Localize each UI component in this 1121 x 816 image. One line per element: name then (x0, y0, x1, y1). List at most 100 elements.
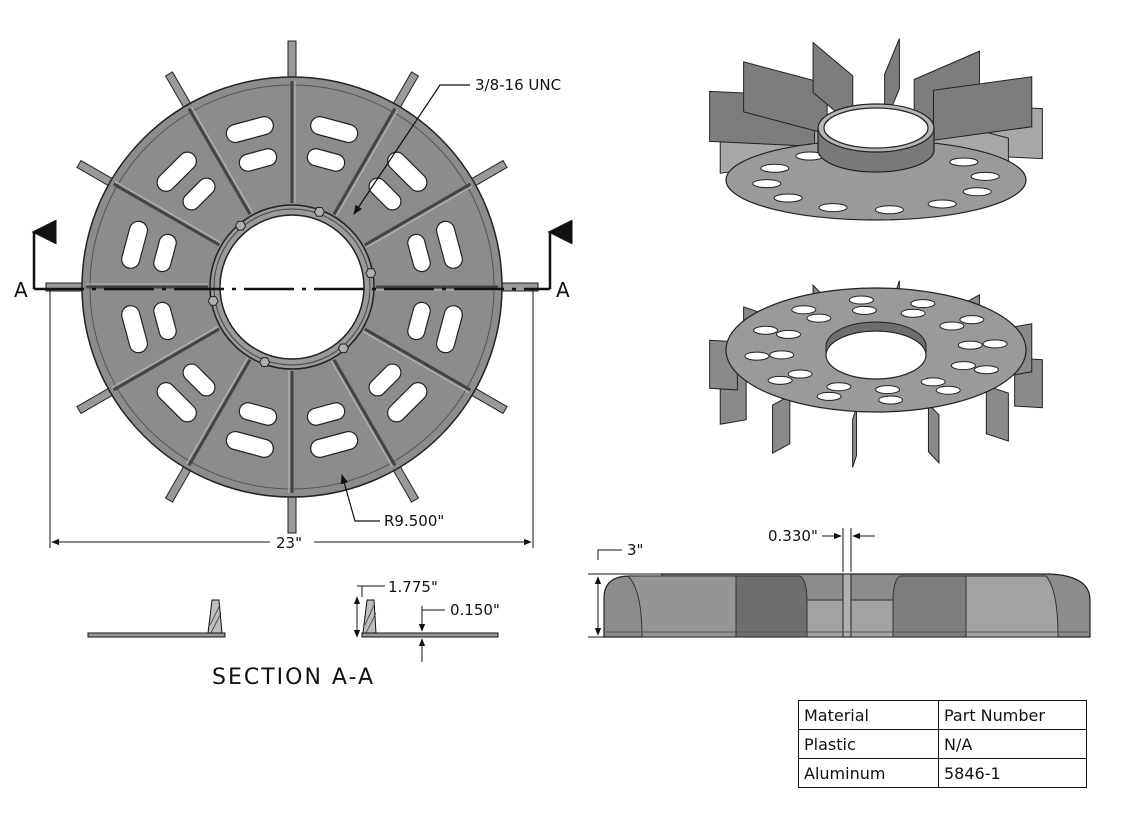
slot-outer (387, 151, 428, 192)
iso-slot (752, 179, 782, 189)
hatch (210, 612, 222, 634)
thickness-dimension-text: 0.150" (450, 601, 500, 619)
rib-highlight (114, 180, 222, 243)
slot-inner (238, 402, 278, 426)
iso-slot (962, 187, 992, 197)
table-header-row: Material Part Number (798, 700, 1087, 730)
section-label-left: A (14, 278, 29, 302)
iso-slot (851, 305, 877, 315)
hatch (365, 612, 377, 634)
width-dimension-text: 23" (276, 534, 302, 552)
rib-highlight (191, 106, 254, 214)
slot-outer (121, 305, 149, 354)
slot-inner (182, 177, 216, 211)
rib-highlight (185, 357, 248, 465)
rib-lines (86, 81, 498, 493)
iso-slot (957, 340, 983, 350)
rib (332, 107, 397, 216)
iso-slot (878, 395, 904, 405)
slot-inner (182, 363, 216, 397)
thread-callout: 3/8-16 UNC (475, 76, 561, 94)
side-height-leader (597, 549, 622, 560)
height-dimension-text: 1.775" (388, 578, 438, 596)
hub-ring-inner (213, 208, 371, 366)
iso-fin (852, 407, 858, 468)
side-view: 3" 0.330" (588, 527, 1091, 638)
iso-bottom-bore-wall (825, 321, 927, 356)
iso-slot (773, 193, 803, 203)
rib (187, 107, 252, 216)
table-row: Plastic N/A (798, 729, 1087, 759)
rib (187, 358, 252, 467)
iso-fin (772, 394, 791, 455)
bolt-hex-icon (207, 296, 219, 306)
fin-thickness-dimension-text: 0.330" (768, 527, 818, 545)
radius-leader (340, 474, 380, 522)
side-height-dimension-text: 3" (627, 541, 643, 559)
rib-highlight (336, 109, 399, 217)
iso-slot (920, 377, 946, 387)
slot-inner (238, 148, 278, 172)
slot-outer (121, 220, 149, 269)
rib-highlight (111, 325, 219, 388)
front-view: A A 3/8-16 UNC R9.500" 23" (14, 40, 573, 552)
rib-highlight (362, 331, 470, 394)
slot-outer (156, 382, 197, 423)
slot-outer (435, 305, 463, 354)
iso-bottom-slots (744, 295, 1008, 405)
iso-slot (970, 171, 1000, 181)
rib (112, 327, 221, 392)
rib (112, 182, 221, 247)
slot-outer (310, 430, 359, 458)
slot-outer (225, 116, 274, 144)
iso-top-bore (823, 107, 929, 149)
iso-fin (884, 38, 900, 125)
iso-slot (950, 361, 976, 371)
radius-callout: R9.500" (384, 512, 444, 530)
section-profile-right (361, 632, 499, 638)
bolt-hex-icon (313, 207, 325, 217)
iso-slot (787, 369, 813, 379)
iso-slot (959, 315, 985, 325)
hatch (364, 604, 375, 626)
table-cell: N/A (938, 729, 1087, 759)
rib (363, 182, 472, 247)
iso-slot (848, 295, 874, 305)
iso-slot (927, 199, 957, 209)
side-fin-face-dark (735, 575, 808, 638)
iso-slot (818, 203, 848, 213)
section-a-a-view: 1.775" 0.150" SECTION A-A (87, 578, 500, 690)
iso-slot (826, 382, 852, 392)
iso-fin (927, 402, 940, 465)
lightening-slots (121, 116, 463, 458)
iso-slot (816, 391, 842, 401)
slot-inner (407, 301, 431, 341)
table-row: Aluminum 5846-1 (798, 758, 1087, 788)
hatch (209, 604, 221, 626)
thread-leader (353, 84, 470, 215)
iso-fin (985, 385, 1009, 442)
slot-inner (368, 363, 402, 397)
slot-inner (153, 301, 177, 341)
slot-inner (306, 148, 346, 172)
rib-highlight (365, 186, 473, 249)
slot-outer (310, 116, 359, 144)
iso-slot (875, 385, 901, 395)
section-profile-left (87, 632, 226, 638)
rib (363, 327, 472, 392)
bolt-hex-icon (259, 357, 271, 367)
slot-inner (306, 402, 346, 426)
iso-slot (939, 321, 965, 331)
iso-slot (910, 299, 936, 309)
parts-table: Material Part Number Plastic N/A Aluminu… (798, 700, 1087, 788)
bolt-hex-icon (337, 343, 349, 354)
rib-highlight (330, 360, 393, 468)
slot-inner (407, 233, 431, 273)
iso-slot (776, 329, 802, 339)
slot-outer (387, 382, 428, 423)
bolt-hexes (207, 207, 377, 367)
iso-slot (973, 365, 999, 375)
slot-inner (368, 177, 402, 211)
isometric-view-bottom (709, 280, 1043, 468)
